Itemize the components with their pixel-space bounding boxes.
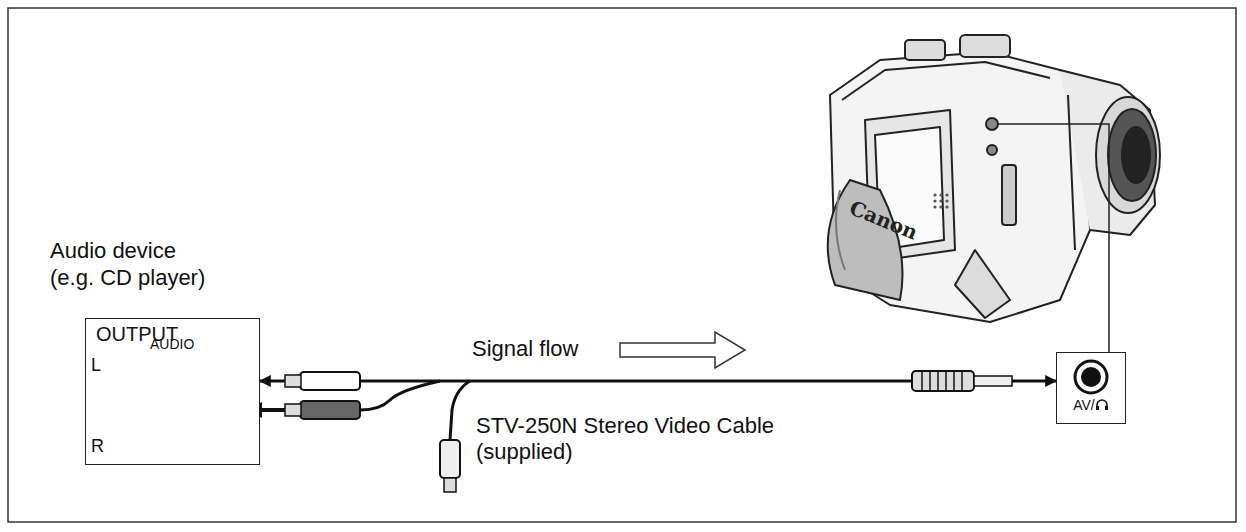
flow-label: Signal flow <box>470 336 580 362</box>
jack-label: AV/ <box>1073 397 1095 413</box>
headphone-icon <box>1095 398 1109 411</box>
device-heading: Audio device (e.g. CD player) <box>50 237 222 291</box>
av-jack-icon <box>1071 357 1111 397</box>
av-jack-box: AV/ <box>1056 352 1126 424</box>
camcorder-illustration <box>828 35 1160 322</box>
cable-label: STV-250N Stereo Video Cable (supplied) <box>474 413 808 466</box>
signal-name: AUDIO <box>150 336 194 353</box>
channel-label: R <box>91 436 104 458</box>
av-label-row: AV/ <box>1057 397 1125 417</box>
leader-line <box>997 124 1109 352</box>
signal-flow-arrow <box>620 332 745 368</box>
channel-label: L <box>91 355 101 377</box>
frame <box>8 8 1236 522</box>
